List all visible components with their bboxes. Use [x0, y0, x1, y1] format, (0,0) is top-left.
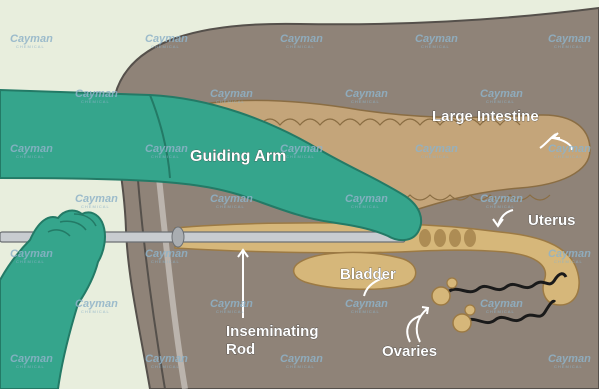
svg-text:CHEMICAL: CHEMICAL	[351, 204, 380, 209]
label-large-intestine: Large Intestine	[432, 108, 539, 125]
label-bladder: Bladder	[340, 266, 396, 283]
svg-text:CHEMICAL: CHEMICAL	[216, 99, 245, 104]
svg-text:CHEMICAL: CHEMICAL	[16, 364, 45, 369]
svg-text:CHEMICAL: CHEMICAL	[554, 259, 583, 264]
svg-text:CHEMICAL: CHEMICAL	[554, 44, 583, 49]
label-inseminating-rod-line1: Inseminating	[226, 323, 319, 340]
svg-text:CHEMICAL: CHEMICAL	[286, 44, 315, 49]
svg-text:CHEMICAL: CHEMICAL	[81, 99, 110, 104]
svg-text:CHEMICAL: CHEMICAL	[554, 364, 583, 369]
svg-text:CHEMICAL: CHEMICAL	[486, 309, 515, 314]
svg-text:CHEMICAL: CHEMICAL	[286, 364, 315, 369]
svg-text:CHEMICAL: CHEMICAL	[421, 44, 450, 49]
svg-text:CHEMICAL: CHEMICAL	[554, 154, 583, 159]
label-inseminating-rod-line2: Rod	[226, 341, 255, 358]
svg-text:CHEMICAL: CHEMICAL	[16, 44, 45, 49]
svg-text:CHEMICAL: CHEMICAL	[286, 154, 315, 159]
svg-text:CHEMICAL: CHEMICAL	[16, 259, 45, 264]
svg-text:CHEMICAL: CHEMICAL	[216, 309, 245, 314]
rod-sheath-ring	[172, 227, 184, 247]
svg-text:CHEMICAL: CHEMICAL	[486, 99, 515, 104]
svg-text:CHEMICAL: CHEMICAL	[351, 309, 380, 314]
label-guiding-arm: Guiding Arm	[190, 148, 286, 165]
svg-text:CHEMICAL: CHEMICAL	[421, 154, 450, 159]
label-uterus: Uterus	[528, 212, 576, 229]
svg-text:CHEMICAL: CHEMICAL	[151, 364, 180, 369]
svg-text:CHEMICAL: CHEMICAL	[486, 204, 515, 209]
label-ovaries: Ovaries	[382, 343, 437, 360]
svg-text:CHEMICAL: CHEMICAL	[151, 154, 180, 159]
svg-text:CHEMICAL: CHEMICAL	[81, 309, 110, 314]
svg-text:CHEMICAL: CHEMICAL	[81, 204, 110, 209]
svg-text:CHEMICAL: CHEMICAL	[216, 204, 245, 209]
svg-text:CHEMICAL: CHEMICAL	[151, 44, 180, 49]
svg-text:CHEMICAL: CHEMICAL	[16, 154, 45, 159]
svg-text:CHEMICAL: CHEMICAL	[351, 99, 380, 104]
svg-text:CHEMICAL: CHEMICAL	[151, 259, 180, 264]
